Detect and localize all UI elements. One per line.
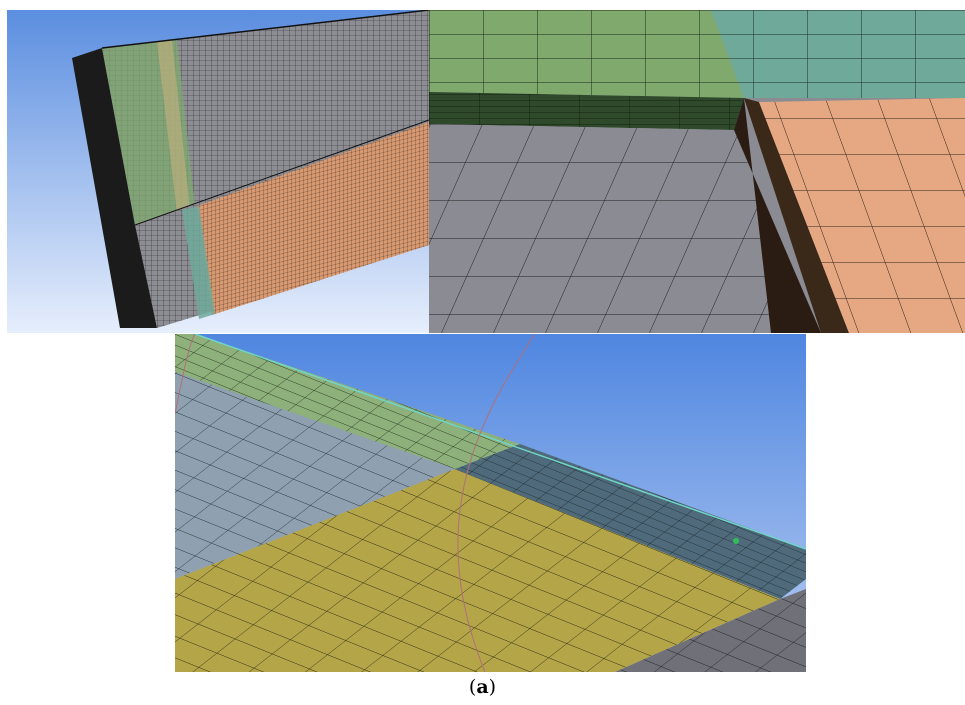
green-edge-strip xyxy=(175,334,520,469)
perspective-mesh-render xyxy=(175,334,806,672)
caption-label: a xyxy=(476,676,489,698)
mesh-panel-wall xyxy=(7,10,429,333)
gray-corner-region xyxy=(615,589,806,672)
wall-orange-region xyxy=(197,122,429,315)
corner-thickness xyxy=(734,98,821,333)
wall-mesh-render xyxy=(7,10,429,333)
marker-dot xyxy=(733,538,739,544)
green-plate xyxy=(429,10,744,98)
mesh-panel-corner xyxy=(429,10,965,333)
figure-caption: (a) xyxy=(0,676,965,698)
blue-gray-region xyxy=(175,372,455,579)
wall-thickness xyxy=(72,48,157,328)
olive-region xyxy=(175,469,780,672)
teal-plate xyxy=(711,10,965,98)
gray-plate xyxy=(429,124,821,333)
corner-mesh-render xyxy=(429,10,965,333)
caption-open: ( xyxy=(468,676,477,698)
mesh-panel-perspective xyxy=(175,334,806,672)
caption-close: ) xyxy=(488,676,497,698)
dark-blue-strip xyxy=(455,444,806,599)
reference-arc xyxy=(457,334,536,672)
plate-edge xyxy=(429,92,744,130)
orange-plate xyxy=(759,98,965,333)
